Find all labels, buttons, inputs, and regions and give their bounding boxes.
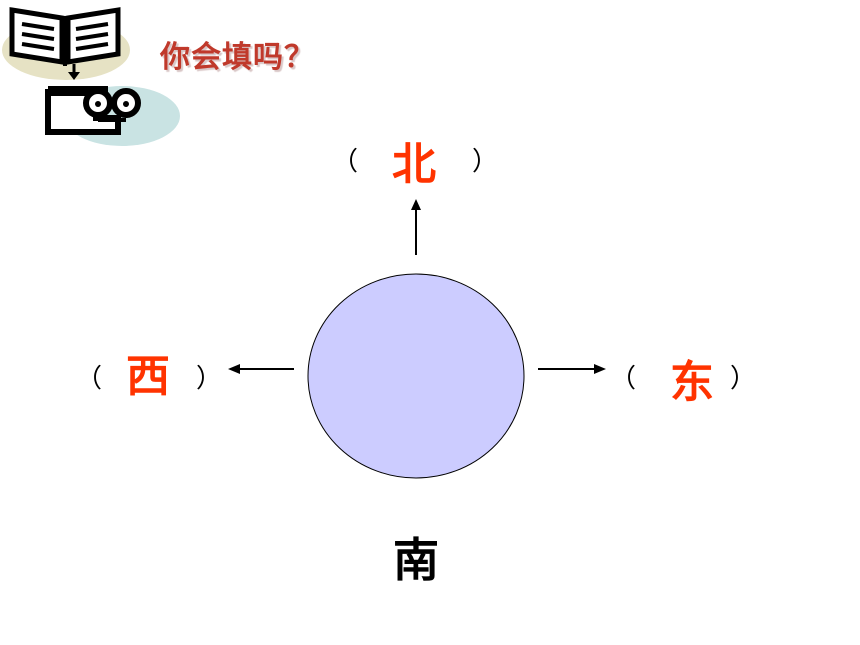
west-label: 西 bbox=[126, 351, 170, 402]
north-open-paren: （ bbox=[332, 147, 359, 177]
east-open-paren: （ bbox=[610, 364, 637, 394]
west-open-paren: （ bbox=[76, 364, 103, 394]
north-label: 北 bbox=[392, 139, 436, 190]
east-close-paren: ） bbox=[730, 364, 757, 394]
east-arrow bbox=[538, 364, 606, 374]
north-arrow bbox=[411, 199, 421, 255]
cartoon-face-icon bbox=[45, 86, 180, 146]
north-close-paren: ） bbox=[472, 147, 499, 177]
west-arrow bbox=[228, 364, 294, 374]
east-label: 东 bbox=[670, 357, 714, 408]
page-title: 你会填吗？ bbox=[160, 40, 315, 75]
clipart-illustration bbox=[2, 7, 180, 146]
west-close-paren: ） bbox=[196, 364, 223, 394]
south-label: 南 bbox=[393, 533, 439, 587]
open-book-icon bbox=[2, 7, 130, 80]
center-circle bbox=[307, 273, 525, 479]
